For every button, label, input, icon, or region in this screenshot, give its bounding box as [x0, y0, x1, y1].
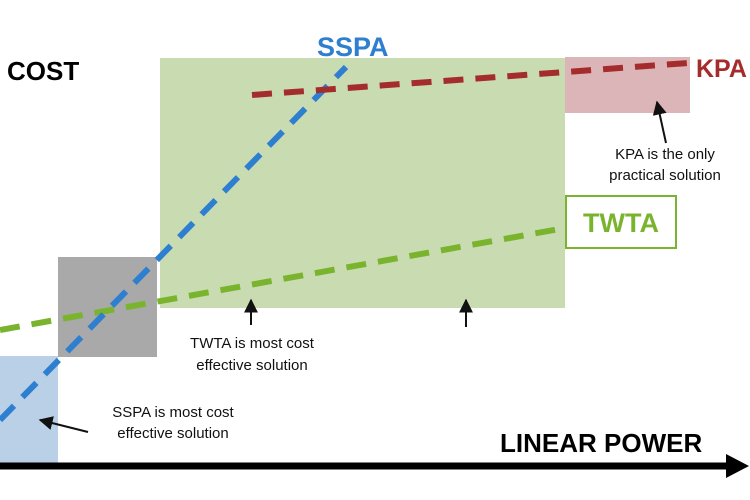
sspa-annotation-line-2: effective solution	[117, 425, 228, 442]
sspa-cost-line	[0, 64, 349, 423]
sspa-label: SSPA	[317, 32, 389, 62]
twta-label: TWTA	[583, 208, 659, 238]
sspa-annotation-line-1: SSPA is most cost	[112, 404, 234, 421]
x-axis-arrowhead	[726, 454, 749, 478]
kpa-annotation-arrow	[652, 100, 667, 144]
y-axis-label: COST	[7, 56, 79, 86]
twta-annotation-line-1: TWTA is most cost	[190, 335, 315, 352]
twta-annotation-line-2: effective solution	[196, 357, 307, 374]
sspa-annotation-arrow	[38, 416, 89, 433]
twta-label-box	[565, 195, 677, 249]
twta-region	[160, 58, 565, 308]
kpa-label: KPA	[696, 55, 747, 83]
x-axis-label: LINEAR POWER	[500, 428, 702, 458]
kpa-annotation-line-1: KPA is the only	[615, 146, 715, 163]
kpa-cost-line	[251, 60, 689, 98]
kpa-annotation-line-2: practical solution	[609, 167, 721, 184]
